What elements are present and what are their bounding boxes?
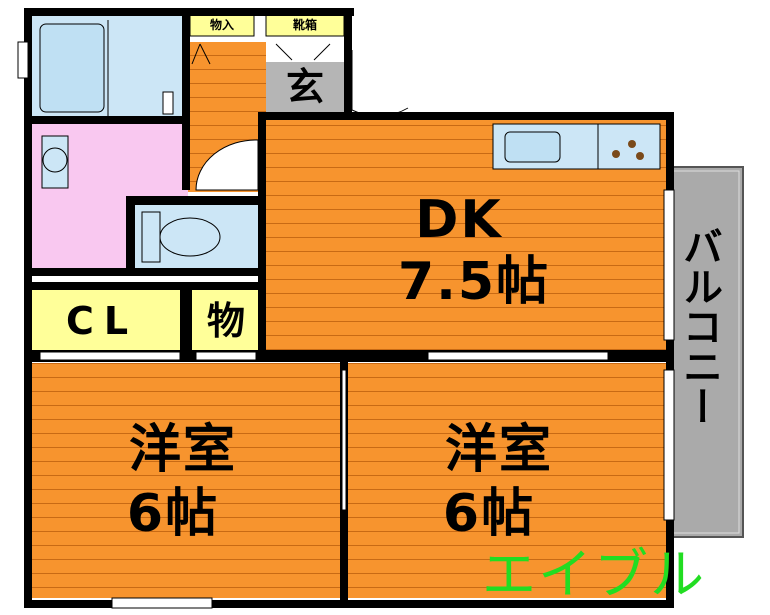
- balcony-text: バルコニー: [676, 226, 722, 426]
- dk-room-name: DK: [415, 190, 503, 250]
- stove-burner: [628, 140, 636, 148]
- closet-label: CL: [65, 299, 139, 343]
- storage-area: [192, 290, 260, 350]
- entrance-label: 玄: [285, 65, 324, 109]
- closet-area: [32, 290, 180, 350]
- western-room-right-name: 洋室: [444, 420, 553, 480]
- storage-label: 物: [206, 299, 245, 343]
- western-left-floor: [30, 363, 340, 598]
- storage-small-label: 物入: [209, 18, 234, 32]
- dk-room-size: 7.5帖: [397, 252, 551, 312]
- entrance-floor: [266, 62, 344, 114]
- western-room-left-name: 洋室: [128, 420, 237, 480]
- toilet-bowl: [159, 217, 221, 257]
- balcony-label: バルコニー: [676, 226, 722, 434]
- kitchen-sink: [504, 131, 561, 163]
- stove-burner: [612, 150, 620, 158]
- stove-burner: [636, 152, 644, 160]
- brand-logo: エイブル: [482, 543, 706, 606]
- western-right-floor: [348, 363, 666, 598]
- shoe-box-label: 靴箱: [292, 18, 317, 32]
- balcony-area: [668, 166, 744, 538]
- bathtub: [39, 23, 105, 113]
- western-room-left-size: 6帖: [126, 484, 220, 544]
- western-room-right-size: 6帖: [442, 484, 536, 544]
